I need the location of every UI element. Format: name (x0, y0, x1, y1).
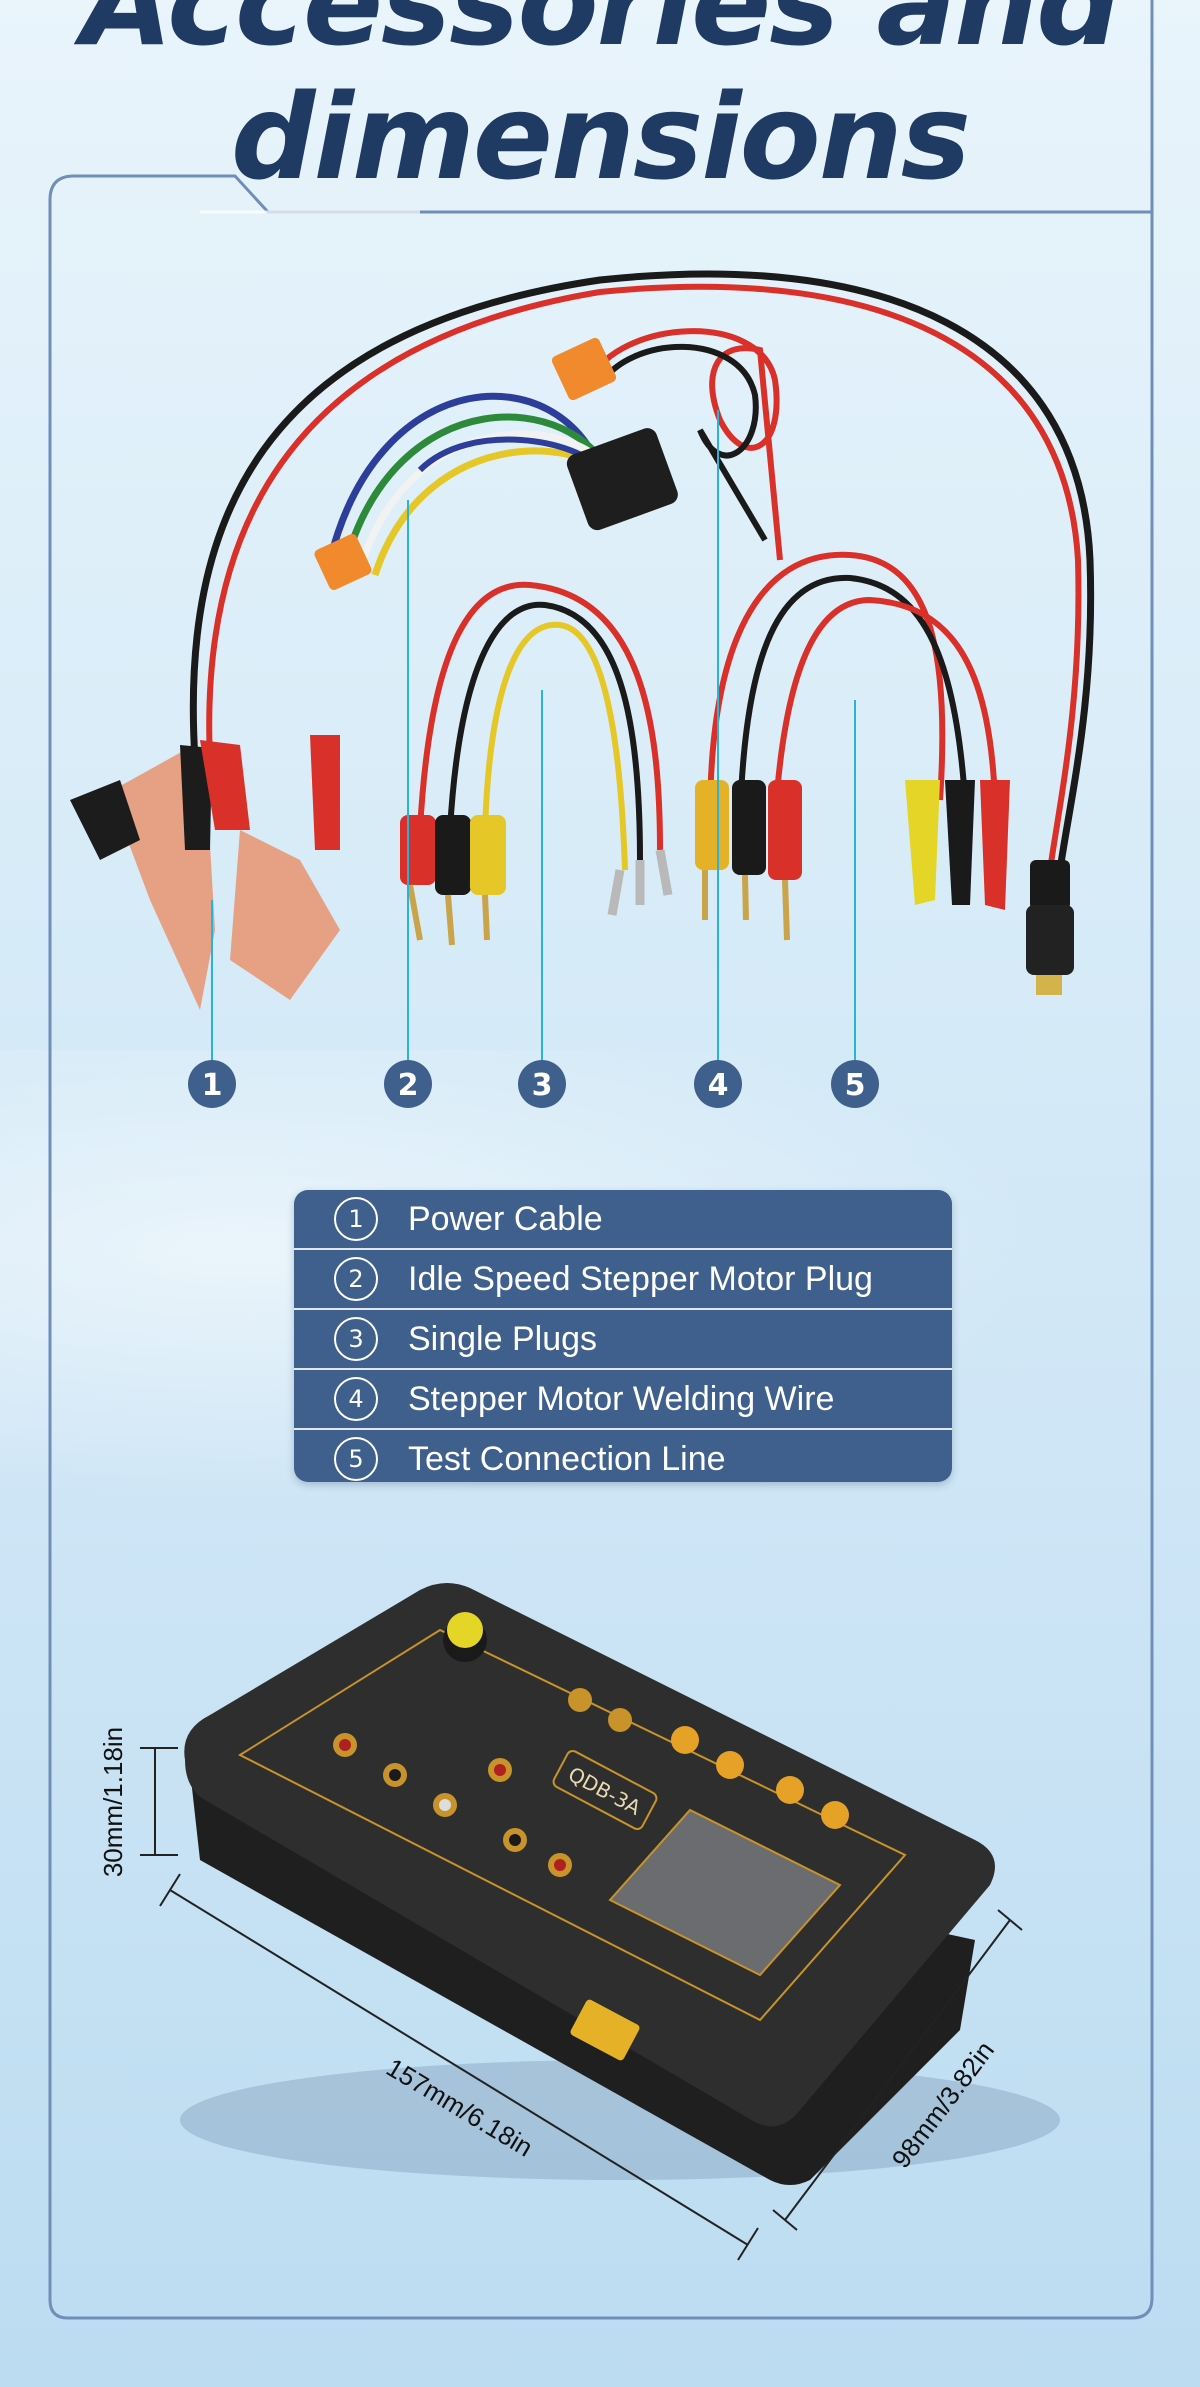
accessories-legend: 1 Power Cable 2 Idle Speed Stepper Motor… (294, 1190, 952, 1482)
legend-label: Power Cable (408, 1199, 603, 1238)
legend-number: 4 (334, 1377, 378, 1421)
dimension-height: 30mm/1.18in (98, 1727, 128, 1877)
legend-item: 2 Idle Speed Stepper Motor Plug (294, 1250, 952, 1310)
svg-text:1: 1 (202, 1068, 223, 1103)
svg-text:3: 3 (532, 1068, 553, 1103)
legend-number: 2 (334, 1257, 378, 1301)
svg-text:2: 2 (398, 1068, 419, 1103)
callout-badge-1: 1 (188, 1060, 236, 1108)
legend-number: 3 (334, 1317, 378, 1361)
legend-label: Test Connection Line (408, 1439, 726, 1478)
callout-badge-5: 5 (831, 1060, 879, 1108)
legend-item: 4 Stepper Motor Welding Wire (294, 1370, 952, 1430)
device-dimension-drawing: QDB-3A 30mm/1.18in 157mm/6.18in 98mm/3.8… (98, 1582, 1060, 2261)
svg-text:5: 5 (845, 1068, 866, 1103)
legend-number: 1 (334, 1197, 378, 1241)
legend-label: Stepper Motor Welding Wire (408, 1379, 835, 1418)
svg-text:4: 4 (708, 1068, 729, 1103)
test-line-illustration (695, 551, 1010, 941)
legend-label: Idle Speed Stepper Motor Plug (408, 1259, 873, 1298)
accessories-photo: 1 2 3 4 5 (70, 270, 1095, 1108)
legend-item: 5 Test Connection Line (294, 1430, 952, 1482)
welding-wire-illustration (551, 328, 783, 561)
callout-badge-3: 3 (518, 1060, 566, 1108)
legend-item: 1 Power Cable (294, 1190, 952, 1250)
single-plugs-illustration (400, 581, 673, 946)
callout-badge-2: 2 (384, 1060, 432, 1108)
legend-number: 5 (334, 1437, 378, 1481)
power-cable-illustration (70, 270, 1095, 1010)
stepper-plug-illustration (314, 392, 678, 591)
callout-badge-4: 4 (694, 1060, 742, 1108)
legend-item: 3 Single Plugs (294, 1310, 952, 1370)
legend-label: Single Plugs (408, 1319, 598, 1358)
pointer-lines (211, 410, 856, 1060)
